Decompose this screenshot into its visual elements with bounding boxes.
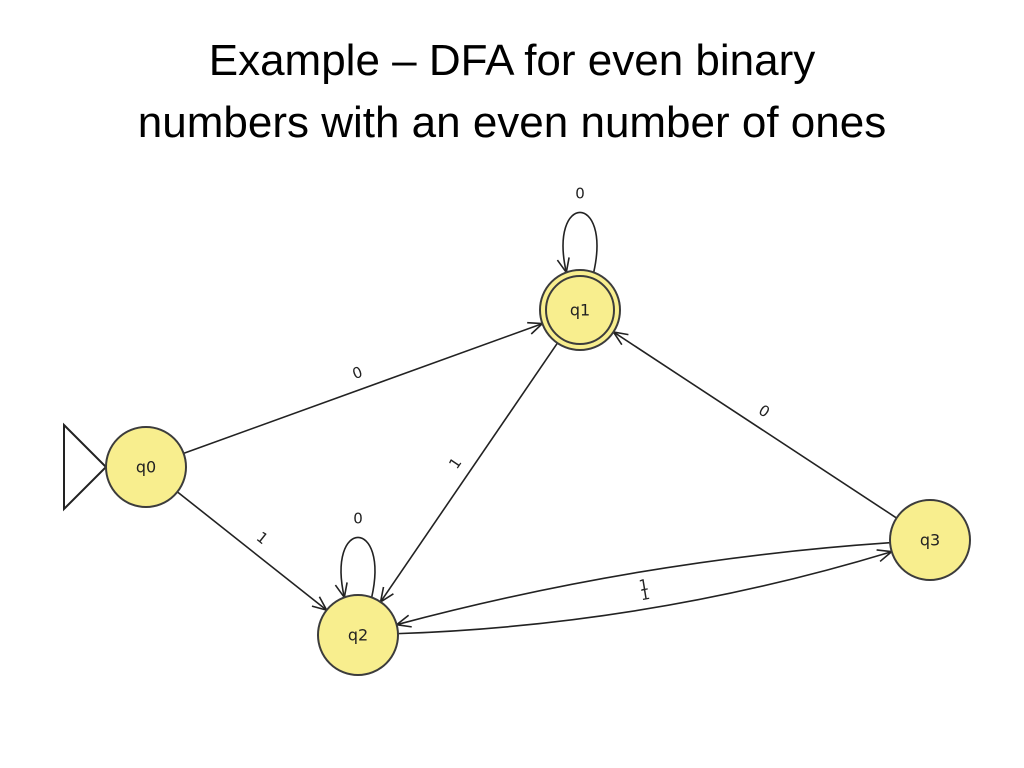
transition-label: 0 [755, 401, 773, 421]
state-q2[interactable]: q2 [317, 594, 399, 676]
transition-label: 1 [639, 585, 651, 604]
title-line-1: Example – DFA for even binary [208, 36, 816, 85]
transition-label: 1 [253, 528, 272, 548]
transition-line [176, 491, 328, 611]
transition-q2-to-q3[interactable]: 1 [397, 549, 894, 635]
state-label: q2 [348, 626, 368, 645]
state-label: q3 [920, 531, 940, 550]
transition-label: 0 [350, 363, 365, 383]
state-q0[interactable]: q0 [105, 426, 187, 508]
transition-q0-to-q1[interactable]: 0 [183, 321, 545, 455]
state-circle [105, 426, 187, 508]
state-circle [539, 269, 621, 351]
transition-q3-to-q2[interactable]: 1 [394, 541, 891, 628]
state-circle [889, 499, 971, 581]
state-label: q1 [570, 301, 590, 320]
accept-state-ring [545, 275, 615, 345]
transition-label: 1 [637, 575, 649, 594]
transition-q1-to-q2[interactable]: 1 [379, 342, 559, 604]
transition-line [379, 342, 559, 603]
transition-q1-to-q1[interactable]: 0 [556, 185, 598, 275]
state-label: q0 [136, 458, 156, 477]
transition-q0-to-q2[interactable]: 1 [176, 491, 329, 612]
transition-q3-to-q1[interactable]: 0 [611, 330, 898, 519]
start-state-marker [63, 422, 108, 512]
transition-loop [340, 536, 376, 598]
transition-label: 0 [575, 185, 585, 203]
transition-label: 1 [445, 454, 465, 472]
state-q3[interactable]: q3 [889, 499, 971, 581]
slide-title: Example – DFA for even binary numbers wi… [0, 30, 1024, 154]
transition-loop [562, 211, 598, 273]
transition-label: 0 [353, 510, 363, 528]
transition-line [183, 322, 543, 455]
title-line-2: numbers with an even number of ones [137, 98, 887, 147]
transition-q2-to-q2[interactable]: 0 [334, 510, 376, 600]
transition-line [612, 331, 898, 519]
state-q1[interactable]: q1 [539, 269, 621, 351]
transition-curve [397, 550, 892, 635]
transition-curve [396, 541, 891, 626]
state-circle [317, 594, 399, 676]
